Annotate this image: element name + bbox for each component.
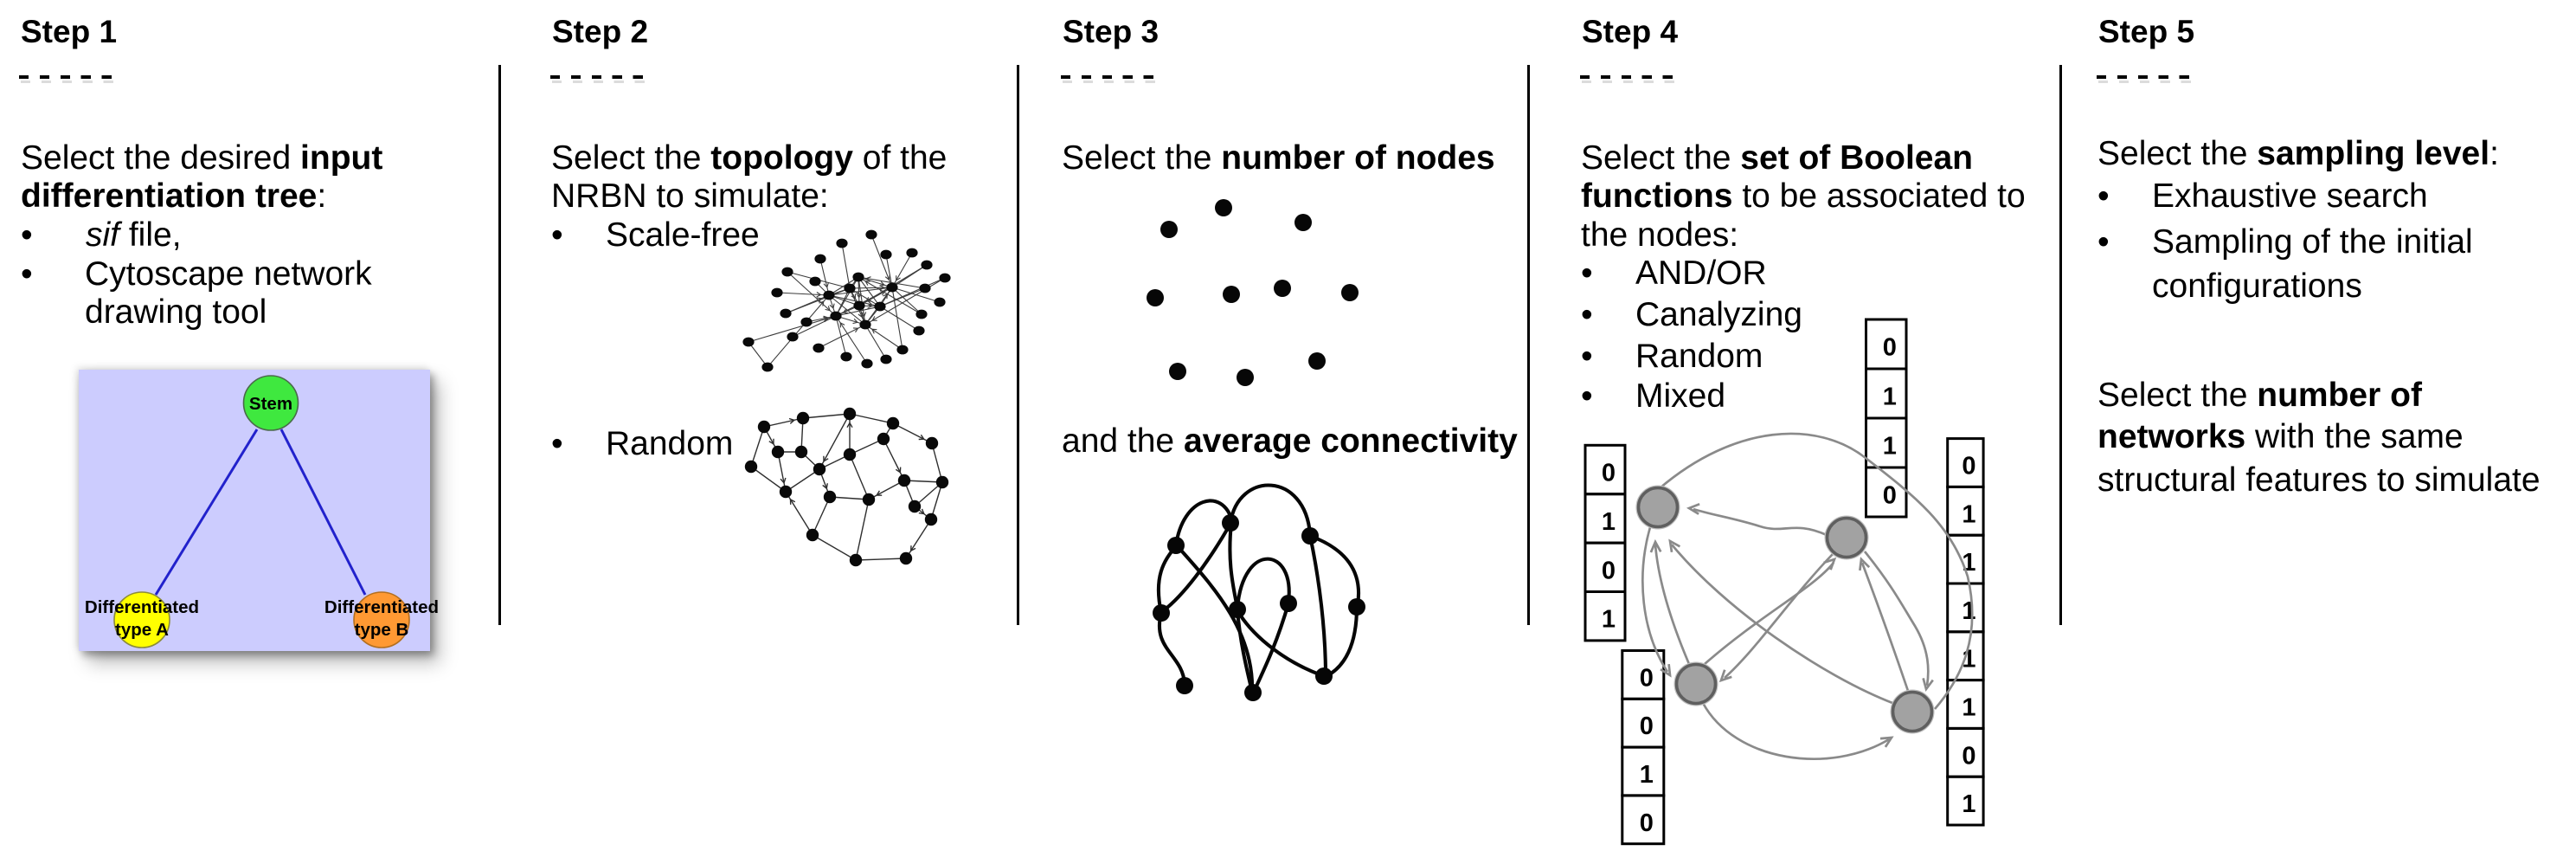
- svg-text:0: 0: [1962, 742, 1975, 770]
- svg-text:0: 0: [1602, 460, 1616, 487]
- svg-text:type A: type A: [115, 620, 169, 640]
- svg-text:type B: type B: [355, 620, 409, 640]
- svg-text:1: 1: [1962, 694, 1975, 722]
- svg-text:0: 0: [1962, 453, 1975, 480]
- svg-text:1: 1: [1883, 433, 1897, 461]
- svg-text:1: 1: [1962, 597, 1975, 625]
- svg-text:0: 0: [1640, 809, 1654, 837]
- svg-text:0: 0: [1883, 334, 1897, 362]
- svg-text:Stem: Stem: [249, 394, 292, 414]
- svg-text:1: 1: [1962, 790, 1975, 818]
- svg-text:1: 1: [1962, 646, 1975, 674]
- svg-text:1: 1: [1883, 384, 1897, 411]
- svg-text:0: 0: [1640, 712, 1654, 740]
- svg-text:1: 1: [1640, 761, 1654, 789]
- svg-text:0: 0: [1883, 482, 1897, 510]
- svg-text:Differentiated: Differentiated: [85, 597, 199, 617]
- svg-text:1: 1: [1602, 606, 1616, 634]
- svg-text:1: 1: [1962, 500, 1975, 528]
- svg-text:1: 1: [1602, 508, 1616, 536]
- svg-text:1: 1: [1962, 549, 1975, 577]
- svg-text:0: 0: [1602, 557, 1616, 584]
- svg-text:Differentiated: Differentiated: [324, 597, 439, 617]
- svg-text:0: 0: [1640, 664, 1654, 692]
